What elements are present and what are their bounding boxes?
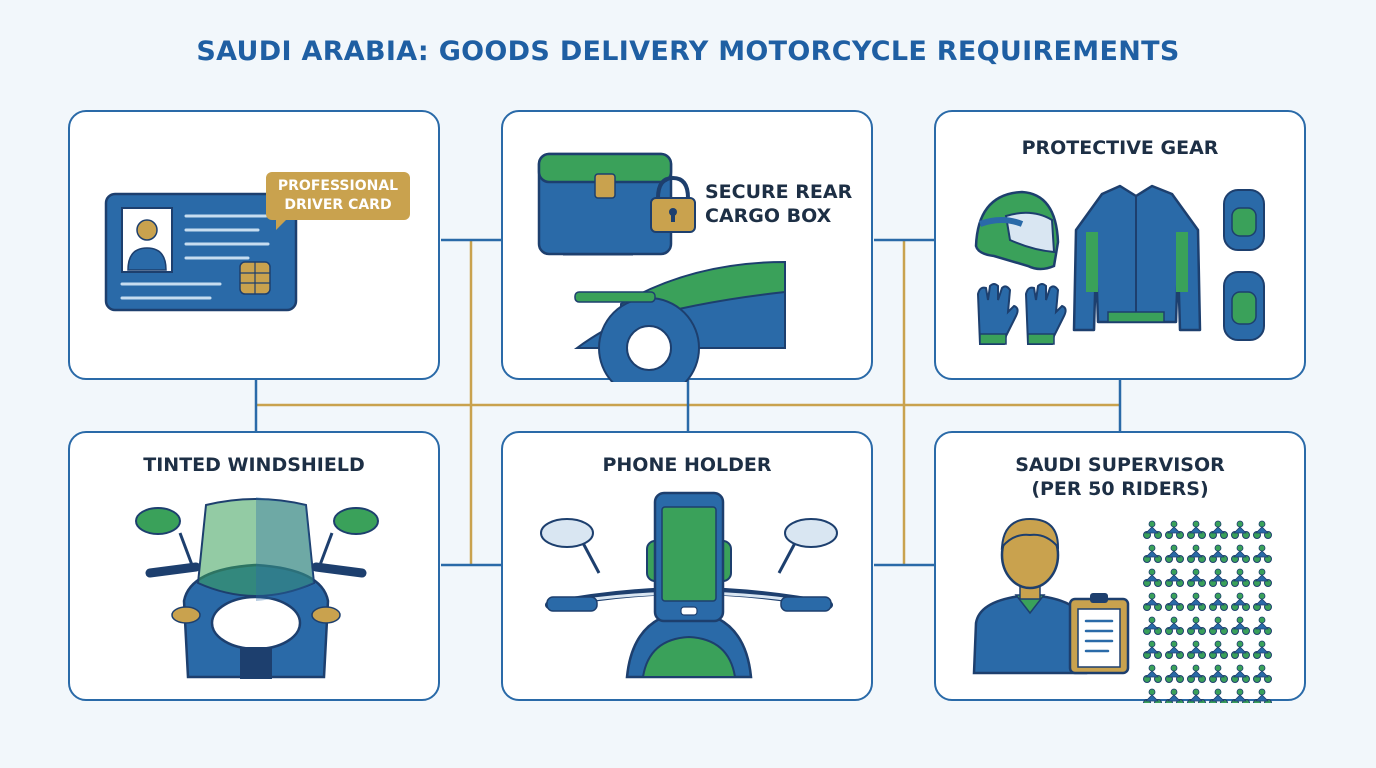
rider-icon <box>1253 688 1272 703</box>
rider-icon <box>1253 544 1272 563</box>
supervisor-title: SAUDI SUPERVISOR (PER 50 RIDERS) <box>1015 454 1225 500</box>
rider-icon <box>1165 520 1184 539</box>
rider-icon <box>1209 640 1228 659</box>
protective-gear-title: PROTECTIVE GEAR <box>1021 137 1219 159</box>
gloves-icon <box>976 283 1067 345</box>
rider-icon <box>1231 688 1250 703</box>
panel-protective-gear: PROTECTIVE GEAR <box>934 110 1306 380</box>
locked-cargo-box-icon <box>537 152 786 382</box>
rider-icon <box>1231 592 1250 611</box>
rider-icon <box>1165 544 1184 563</box>
rider-icon <box>1231 640 1250 659</box>
phone-mount-icon <box>540 491 838 679</box>
rider-icon <box>1143 616 1162 635</box>
rider-icon <box>1165 568 1184 587</box>
rider-icon <box>1165 592 1184 611</box>
rider-icon <box>1165 664 1184 683</box>
windshield-icon <box>135 497 379 679</box>
driver-card-badge: PROFESSIONAL DRIVER CARD <box>266 172 410 230</box>
id-card-icon <box>104 192 298 312</box>
rider-icon <box>1143 640 1162 659</box>
rider-icon <box>1253 592 1272 611</box>
rider-icon <box>1187 640 1206 659</box>
rider-icon <box>1209 592 1228 611</box>
rider-icon <box>1143 688 1162 703</box>
rider-icon <box>1253 616 1272 635</box>
rider-icon <box>1209 520 1228 539</box>
rider-icon <box>1187 520 1206 539</box>
rider-icon <box>1231 544 1250 563</box>
rider-grid <box>1143 520 1272 703</box>
helmet-icon <box>974 190 1060 271</box>
rider-icon <box>1187 544 1206 563</box>
cargo-box-label: SECURE REAR CARGO BOX <box>705 181 853 227</box>
rider-icon <box>1165 616 1184 635</box>
rider-icon <box>1253 520 1272 539</box>
page-title: SAUDI ARABIA: GOODS DELIVERY MOTORCYCLE … <box>196 36 1180 67</box>
panel-driver-card: PROFESSIONAL DRIVER CARD <box>68 110 440 380</box>
rider-icon <box>1209 568 1228 587</box>
jacket-icon <box>1072 184 1202 332</box>
rider-icon <box>1253 640 1272 659</box>
rider-icon <box>1187 688 1206 703</box>
rider-icon <box>1209 664 1228 683</box>
rider-icon <box>1253 568 1272 587</box>
rider-icon <box>1209 544 1228 563</box>
phone-holder-title: PHONE HOLDER <box>602 454 772 476</box>
rider-icon <box>1165 688 1184 703</box>
rider-icon <box>1187 616 1206 635</box>
rider-icon <box>1231 520 1250 539</box>
rider-icon <box>1231 616 1250 635</box>
knee-pads-icon <box>1223 189 1265 341</box>
rider-icon <box>1253 664 1272 683</box>
rider-icon <box>1209 688 1228 703</box>
rider-icon <box>1143 544 1162 563</box>
rider-icon <box>1187 664 1206 683</box>
gear-illustration <box>974 184 1265 345</box>
panel-cargo-box: SECURE REAR CARGO BOX <box>501 110 873 382</box>
panel-phone-holder: PHONE HOLDER <box>501 431 873 701</box>
windshield-title: TINTED WINDSHIELD <box>143 454 365 476</box>
rider-icon <box>1165 640 1184 659</box>
rider-icon <box>1143 568 1162 587</box>
rider-icon <box>1143 520 1162 539</box>
supervisor-icon <box>972 517 1272 703</box>
rider-icon <box>1231 568 1250 587</box>
rider-icon <box>1143 592 1162 611</box>
panel-windshield: TINTED WINDSHIELD <box>68 431 440 701</box>
rider-icon <box>1209 616 1228 635</box>
rider-icon <box>1187 592 1206 611</box>
panel-supervisor: SAUDI SUPERVISOR (PER 50 RIDERS) <box>934 431 1306 703</box>
rider-icon <box>1187 568 1206 587</box>
rider-icon <box>1143 664 1162 683</box>
rider-icon <box>1231 664 1250 683</box>
